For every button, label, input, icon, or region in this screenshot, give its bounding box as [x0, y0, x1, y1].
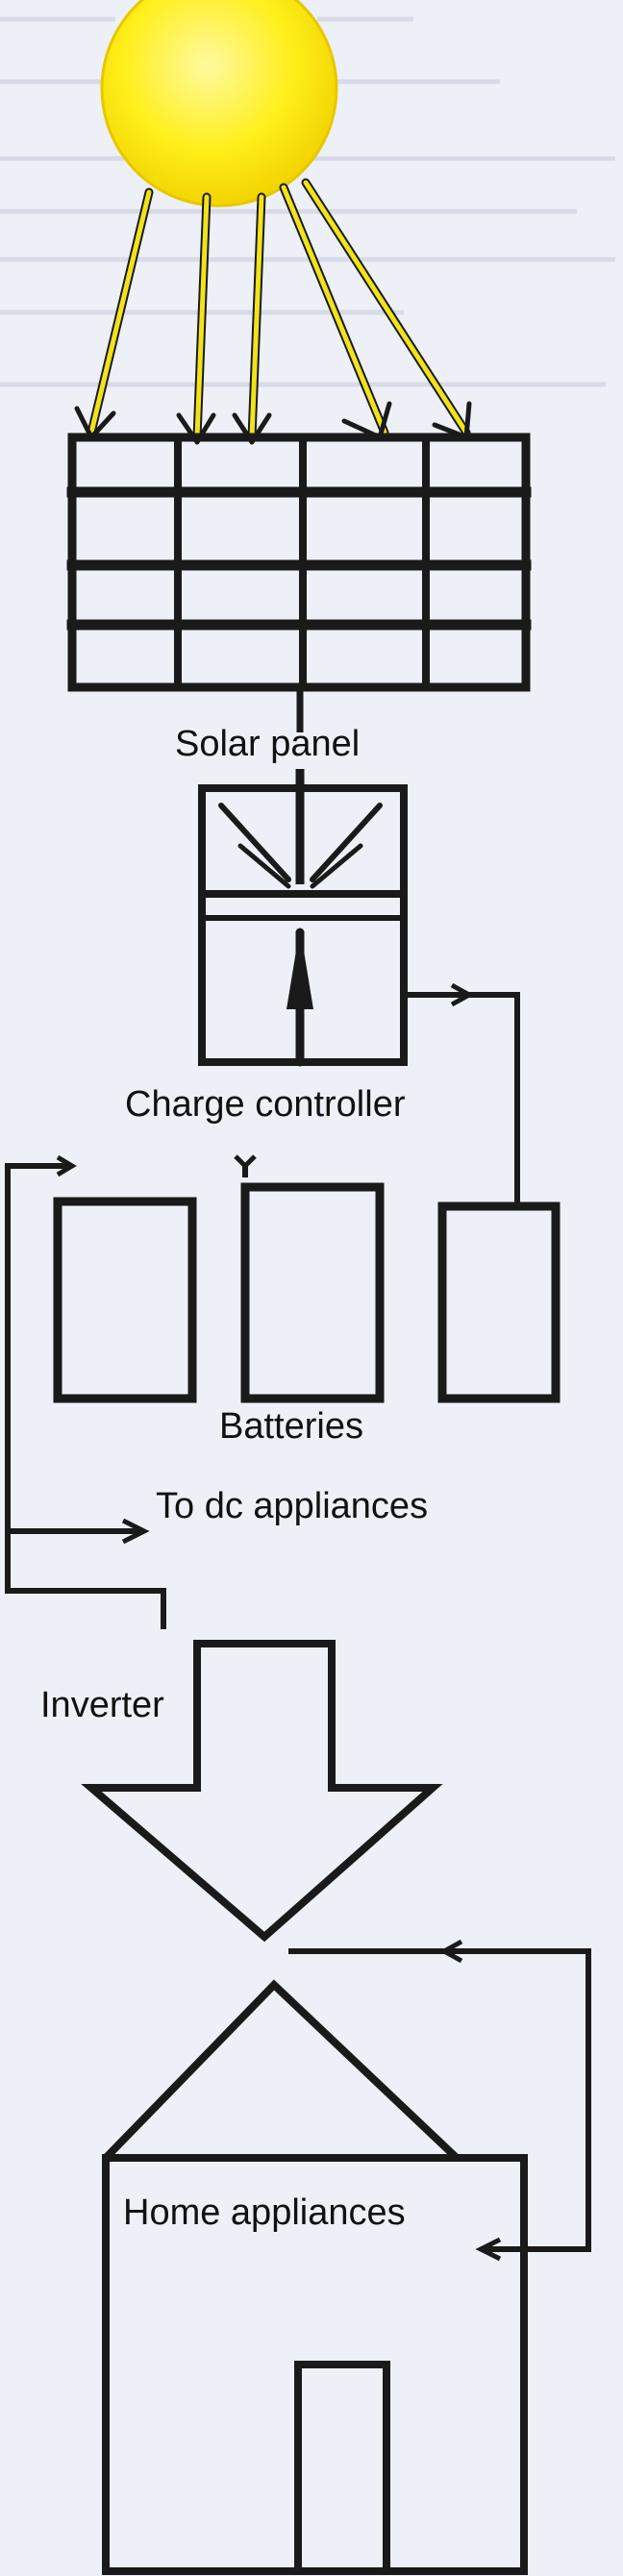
solar-panel — [66, 433, 532, 692]
controller-up-arrow — [287, 928, 313, 1009]
dc-appliances-arrow — [8, 1518, 150, 1545]
sun-disc — [100, 0, 338, 208]
controller-to-battery-wire — [404, 982, 520, 1206]
battery-left — [53, 1197, 197, 1403]
house-door — [294, 2361, 390, 2575]
house-roof — [103, 1979, 460, 2161]
ray-2 — [176, 192, 216, 445]
inverter-label: Inverter — [40, 1685, 164, 1725]
sun-rays — [74, 178, 472, 445]
inverter-to-house-wire — [288, 1939, 591, 2262]
inverter-arrow-shape — [81, 1640, 443, 1943]
sun — [100, 0, 338, 208]
solar-panel-label: Solar panel — [175, 724, 361, 764]
batteries — [53, 1182, 561, 1403]
charge-controller — [198, 784, 408, 1067]
battery-right — [437, 1201, 561, 1403]
ray-3 — [232, 192, 272, 445]
home-appliances-label: Home appliances — [123, 2192, 406, 2233]
inverter-arrow — [81, 1640, 443, 1943]
batteries-label: Batteries — [219, 1406, 363, 1447]
dc-loop-wire — [5, 1154, 257, 1629]
house — [102, 1979, 528, 2575]
dc-appliances-label: To dc appliances — [156, 1486, 429, 1526]
charge-controller-label: Charge controller — [125, 1084, 406, 1125]
battery-middle — [240, 1182, 385, 1403]
